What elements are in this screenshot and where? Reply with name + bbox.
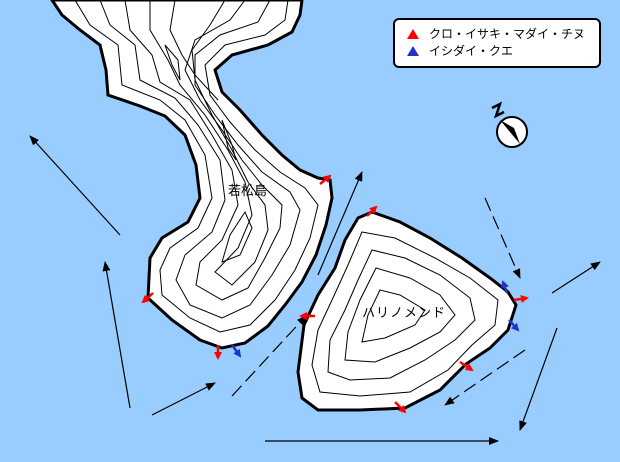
current-arrow [444, 349, 526, 406]
red-spot-icon [459, 360, 474, 372]
current-arrow [484, 197, 521, 279]
red-spot-icon [513, 294, 529, 303]
red-spot-icon [141, 292, 154, 304]
current-arrow [551, 261, 601, 294]
legend-item-blue: イシダイ・クエ [407, 42, 599, 59]
red-spot-icon [394, 401, 407, 414]
current-arrow [151, 382, 216, 416]
blue-triangle-icon [407, 45, 419, 56]
current-arrows [29, 135, 601, 445]
harimendo-island [296, 210, 518, 412]
blue-spot-icon [501, 280, 509, 294]
wakamatsu-island [50, 0, 334, 350]
current-arrow [29, 135, 121, 236]
current-arrow [317, 171, 363, 276]
red-spot-icon [319, 174, 332, 185]
current-arrow [519, 327, 558, 431]
legend-item-red: クロ・イサキ・マダイ・チヌ [407, 25, 599, 42]
wakamatsu-island-label: 若松島 [228, 184, 268, 199]
blue-spots [230, 280, 520, 358]
legend-label: イシダイ・クエ [429, 44, 514, 58]
red-triangle-icon [407, 28, 419, 39]
legend: クロ・イサキ・マダイ・チヌ イシダイ・クエ [393, 18, 601, 68]
blue-spot-icon [230, 344, 242, 358]
north-arrow-icon [491, 101, 528, 148]
current-arrow [231, 315, 307, 397]
red-spot-icon [366, 205, 378, 217]
legend-label: クロ・イサキ・マダイ・チヌ [429, 27, 586, 41]
current-arrow [102, 261, 131, 409]
blue-spot-icon [508, 319, 520, 332]
harimendo-island-label: ハリノメンド [362, 306, 447, 321]
red-spots [141, 174, 529, 414]
